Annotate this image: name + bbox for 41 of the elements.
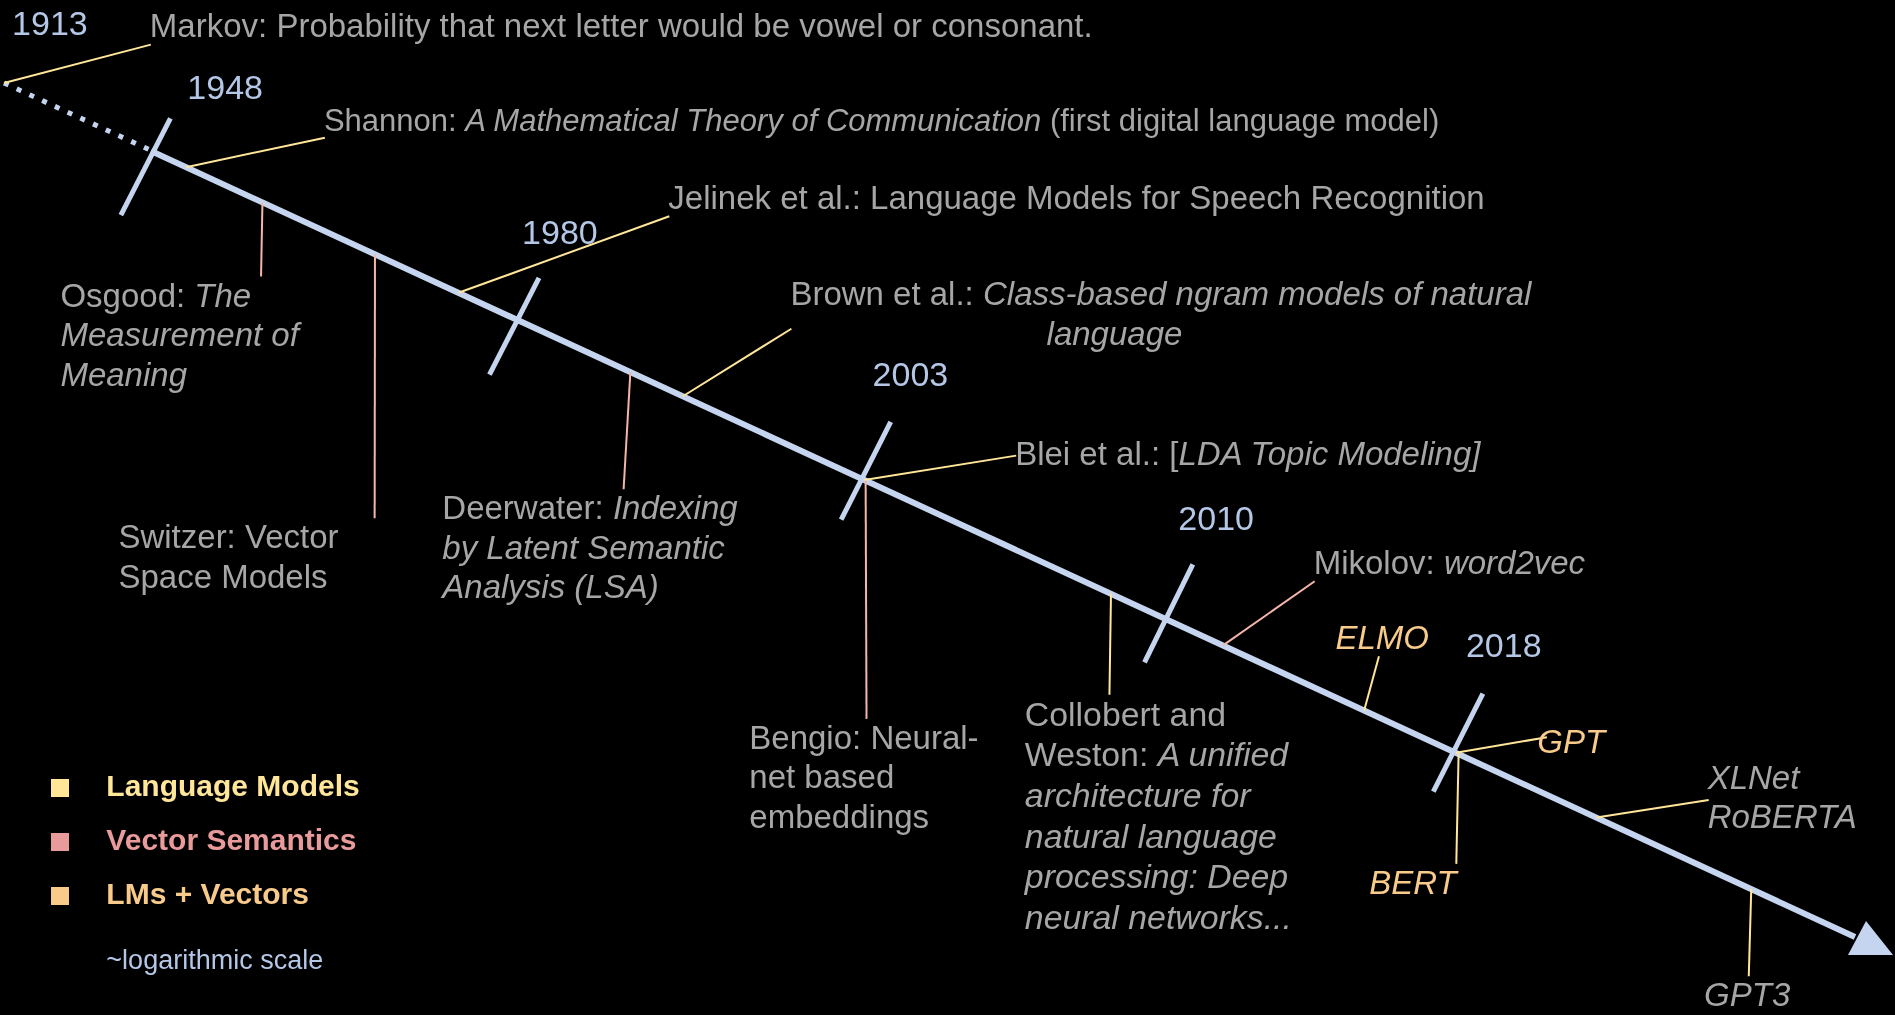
leader-line: [1222, 580, 1316, 647]
timeline-entry: Jelinek et al.: Language Models for Speech Recognition: [668, 177, 1877, 218]
leader-line: [1454, 736, 1548, 754]
leader-line: [864, 479, 868, 720]
year-label: 1913: [12, 3, 88, 43]
leader-line: [260, 201, 264, 278]
timeline-entry: Blei et al.: [LDA Topic Modeling]: [1015, 433, 1862, 474]
leader-line: [373, 253, 376, 520]
leader-line: [1108, 592, 1112, 696]
legend-label: Vector Semantics: [106, 823, 357, 858]
timeline-entry: Switzer: Vector Space Models: [118, 517, 433, 597]
legend-label: LMs + Vectors: [106, 877, 309, 911]
leader-line: [185, 136, 326, 169]
timeline-entry: XLNet RoBERTA: [1707, 757, 1895, 837]
timeline-entry: Brown et al.: Class-based ngram models of natural language: [790, 274, 1564, 354]
timeline-entry: GPT: [1537, 721, 1659, 762]
year-label: 2010: [1178, 499, 1254, 539]
year-label: 2018: [1465, 626, 1542, 665]
leader-line: [1747, 887, 1753, 978]
leader-line: [681, 327, 793, 398]
leader-line: [622, 371, 632, 491]
timeline-entry: GPT3: [1704, 975, 1850, 1015]
timeline-entry: Bengio: Neural-net based embeddings: [749, 717, 979, 837]
timeline-entry: BERT: [1369, 862, 1515, 903]
timeline-entry: Osgood: The Measurement of Meaning: [60, 275, 333, 395]
timeline-entry: Markov: Probability that next letter would be vowel or consonant.: [149, 6, 1721, 46]
timeline-entry: Shannon: A Mathematical Theory of Communication (first digital language model): [323, 101, 1895, 139]
leader-line: [863, 454, 1018, 481]
leader-line: [1455, 753, 1460, 865]
timeline-entry: Deerwater: Indexing by Latent Semantic Analysis (LSA): [442, 488, 781, 608]
scale-note: ~logarithmic scale: [106, 945, 324, 977]
timeline-entry: Mikolov: word2vec: [1313, 542, 1798, 583]
leader-line: [457, 215, 671, 294]
year-label: 1980: [522, 212, 598, 252]
leader-line: [1363, 655, 1380, 712]
leader-line: [1595, 799, 1710, 819]
legend-label: Language Models: [106, 769, 360, 804]
timeline-entry: Collobert and Weston: A unified architecture for natural language processing: Deep neural networks...: [1024, 693, 1327, 938]
leader-line: [3, 43, 152, 84]
year-label: 1948: [187, 67, 263, 107]
year-label: 2003: [872, 355, 949, 395]
